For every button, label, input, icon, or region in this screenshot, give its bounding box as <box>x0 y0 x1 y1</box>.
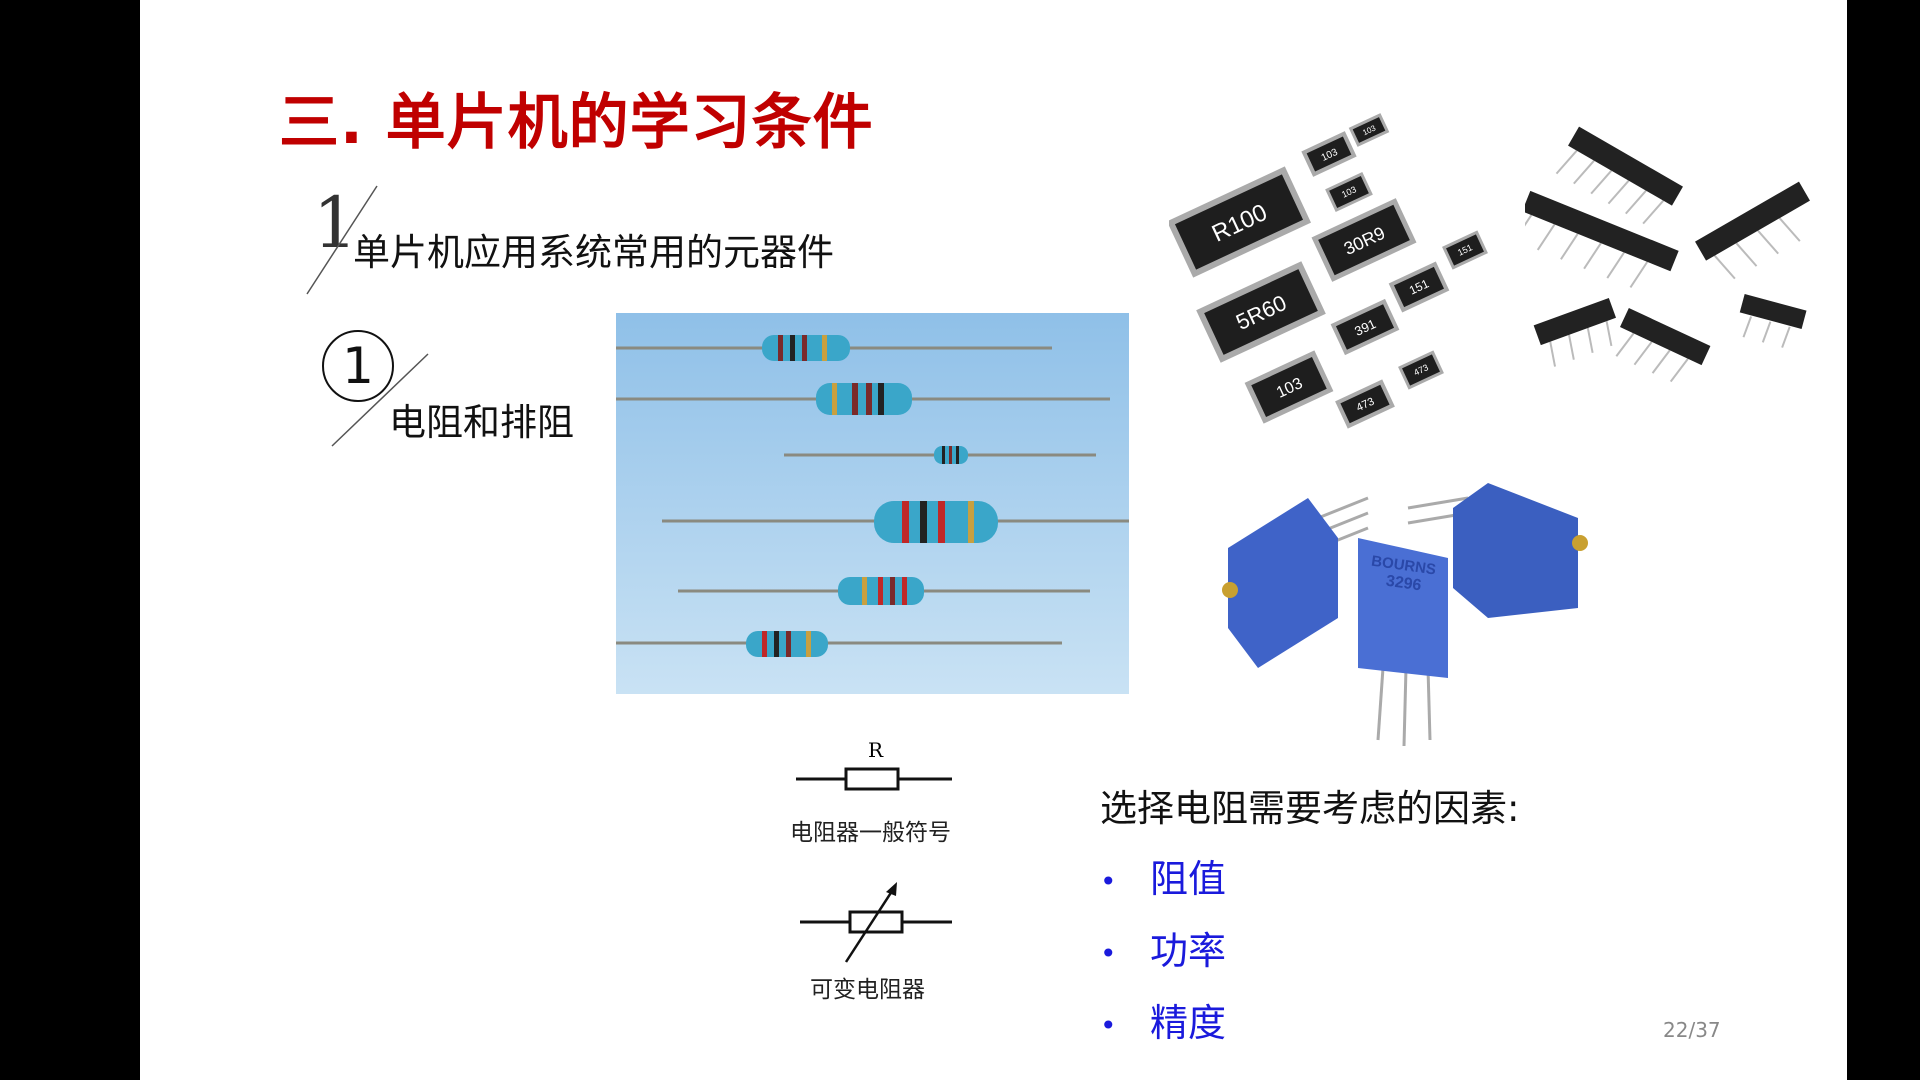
slide: 三. 单片机的学习条件 1 单片机应用系统常用的元器件 1 电阻和排阻 <box>140 0 1847 1080</box>
left-black-bar <box>0 0 140 1080</box>
fixed-resistor-symbol: R <box>796 738 956 798</box>
symbol-letter: R <box>868 738 884 762</box>
slash-icon <box>331 353 429 447</box>
pot-model: 3296 <box>1385 573 1423 595</box>
subsection-number-mark: 1 <box>320 328 430 448</box>
right-black-bar <box>1847 0 1920 1080</box>
fixed-resistor-caption: 电阻器一般符号 <box>790 820 951 846</box>
factor-label: 阻值 <box>1150 857 1227 901</box>
factor-item: • 功率 <box>1100 920 1226 975</box>
bullet-icon: • <box>1100 937 1117 970</box>
slash-icon <box>306 185 378 295</box>
page-indicator: 22/37 <box>1663 1018 1721 1042</box>
factor-label: 功率 <box>1150 929 1227 973</box>
resistor-symbol-icon <box>796 767 952 791</box>
variable-resistor-caption: 可变电阻器 <box>810 977 925 1003</box>
section-number-mark: 1 <box>305 182 385 297</box>
circled-number: 1 <box>322 330 394 402</box>
bullet-icon: • <box>1100 1009 1117 1042</box>
factor-label: 精度 <box>1150 1001 1227 1045</box>
subsection-title: 电阻和排阻 <box>389 401 574 444</box>
factors-heading: 选择电阻需要考虑的因素: <box>1100 787 1520 830</box>
smd-resistors-photo: R100 103 103 103 30R9 151 151 5R60 391 1… <box>1169 113 1488 429</box>
factor-item: • 阻值 <box>1100 848 1226 903</box>
variable-resistor-symbol-icon <box>800 882 952 963</box>
trimmer-potentiometers-photo: BOURNS 3296 <box>1222 483 1588 747</box>
resistor-network-photo <box>1525 126 1810 383</box>
axial-resistors-photo <box>616 313 1129 694</box>
factor-item: • 精度 <box>1100 992 1226 1047</box>
slide-title: 三. 单片机的学习条件 <box>279 88 874 158</box>
bullet-icon: • <box>1100 865 1117 898</box>
section-title: 单片机应用系统常用的元器件 <box>353 231 834 274</box>
